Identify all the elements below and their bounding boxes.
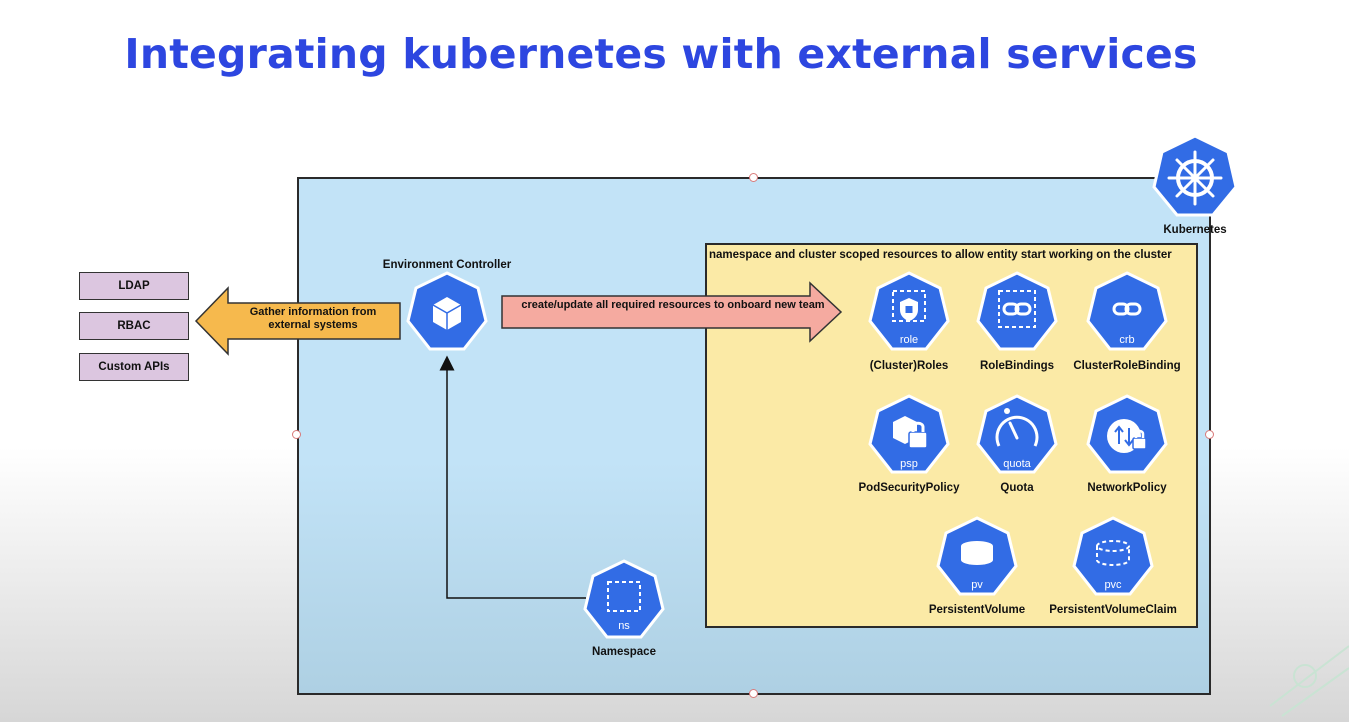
networkpolicy-icon: [1086, 394, 1168, 474]
pv-icon-text: pv: [971, 579, 983, 591]
gather-arrow: [194, 286, 401, 356]
create-arrow: [501, 281, 843, 343]
kubernetes-label: Kubernetes: [1163, 224, 1227, 236]
quota-icon-text: quota: [1003, 458, 1031, 470]
podsecuritypolicy-icon: psp: [868, 394, 950, 474]
networkpolicy-label: NetworkPolicy: [1087, 482, 1167, 494]
kubernetes-logo-icon: [1152, 134, 1238, 217]
role-label: (Cluster)Roles: [869, 360, 949, 372]
psp-icon-text: psp: [900, 458, 918, 470]
selection-handle[interactable]: [1205, 430, 1214, 439]
rolebinding-icon: [976, 271, 1058, 351]
namespace-icon-text: ns: [618, 620, 630, 632]
role-icon: role: [868, 271, 950, 351]
clusterrolebinding-label: ClusterRoleBinding: [1073, 360, 1181, 372]
persistentvolume-label: PersistentVolume: [928, 604, 1026, 616]
rbac-label: RBAC: [117, 320, 151, 332]
pvc-icon-text: pvc: [1104, 579, 1122, 591]
custom-apis-label: Custom APIs: [98, 361, 170, 373]
environment-controller-icon: [406, 271, 488, 351]
gather-arrow-text: Gather information from external systems: [249, 306, 377, 331]
rbac-box: RBAC: [79, 312, 189, 340]
rolebinding-label: RoleBindings: [979, 360, 1055, 372]
role-icon-text: role: [900, 334, 918, 346]
page-title: Integrating kubernetes with external ser…: [124, 30, 1198, 78]
custom-apis-box: Custom APIs: [79, 353, 189, 381]
environment-controller-label: Environment Controller: [382, 259, 512, 271]
podsecuritypolicy-label: PodSecurityPolicy: [858, 482, 960, 494]
quota-icon: quota: [976, 394, 1058, 474]
clusterrolebinding-icon: crb: [1086, 271, 1168, 351]
ldap-box: LDAP: [79, 272, 189, 300]
ldap-label: LDAP: [118, 280, 150, 292]
namespace-label: Namespace: [592, 646, 656, 658]
create-arrow-text: create/update all required resources to …: [521, 299, 825, 311]
resources-caption: namespace and cluster scoped resources t…: [709, 249, 1172, 261]
namespace-icon: ns: [583, 559, 665, 639]
persistentvolumeclaim-label: PersistentVolumeClaim: [1049, 604, 1177, 616]
persistentvolume-icon: pv: [936, 516, 1018, 596]
namespace-connector: [439, 355, 586, 599]
crb-icon-text: crb: [1119, 334, 1134, 346]
corner-decoration-icon: [1269, 645, 1349, 717]
quota-label: Quota: [1000, 482, 1034, 494]
selection-handle[interactable]: [749, 173, 758, 182]
persistentvolumeclaim-icon: pvc: [1072, 516, 1154, 596]
selection-handle[interactable]: [749, 689, 758, 698]
selection-handle[interactable]: [292, 430, 301, 439]
